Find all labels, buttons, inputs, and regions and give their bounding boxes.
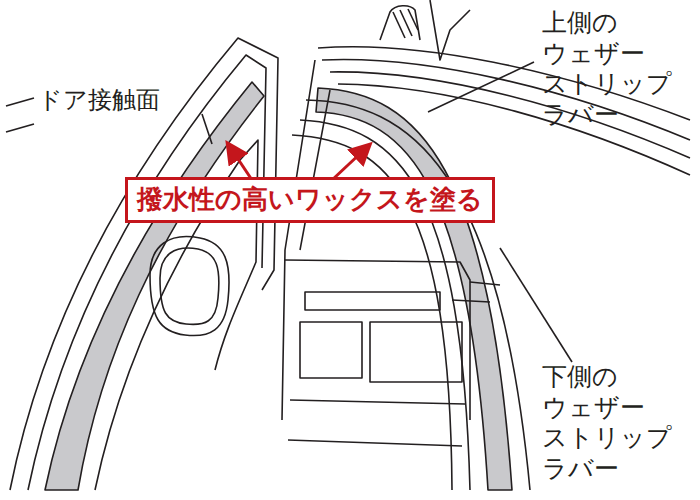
- part-label: 上側の ウェザー ストリップ ラバー: [542, 8, 672, 130]
- part-label: ドア接触面: [38, 86, 160, 115]
- instruction-text: 撥水性の高いワックスを塗る: [137, 183, 483, 217]
- part-label: 下側の ウェザー ストリップ ラバー: [542, 362, 672, 484]
- instruction-box: 撥水性の高いワックスを塗る: [125, 177, 495, 223]
